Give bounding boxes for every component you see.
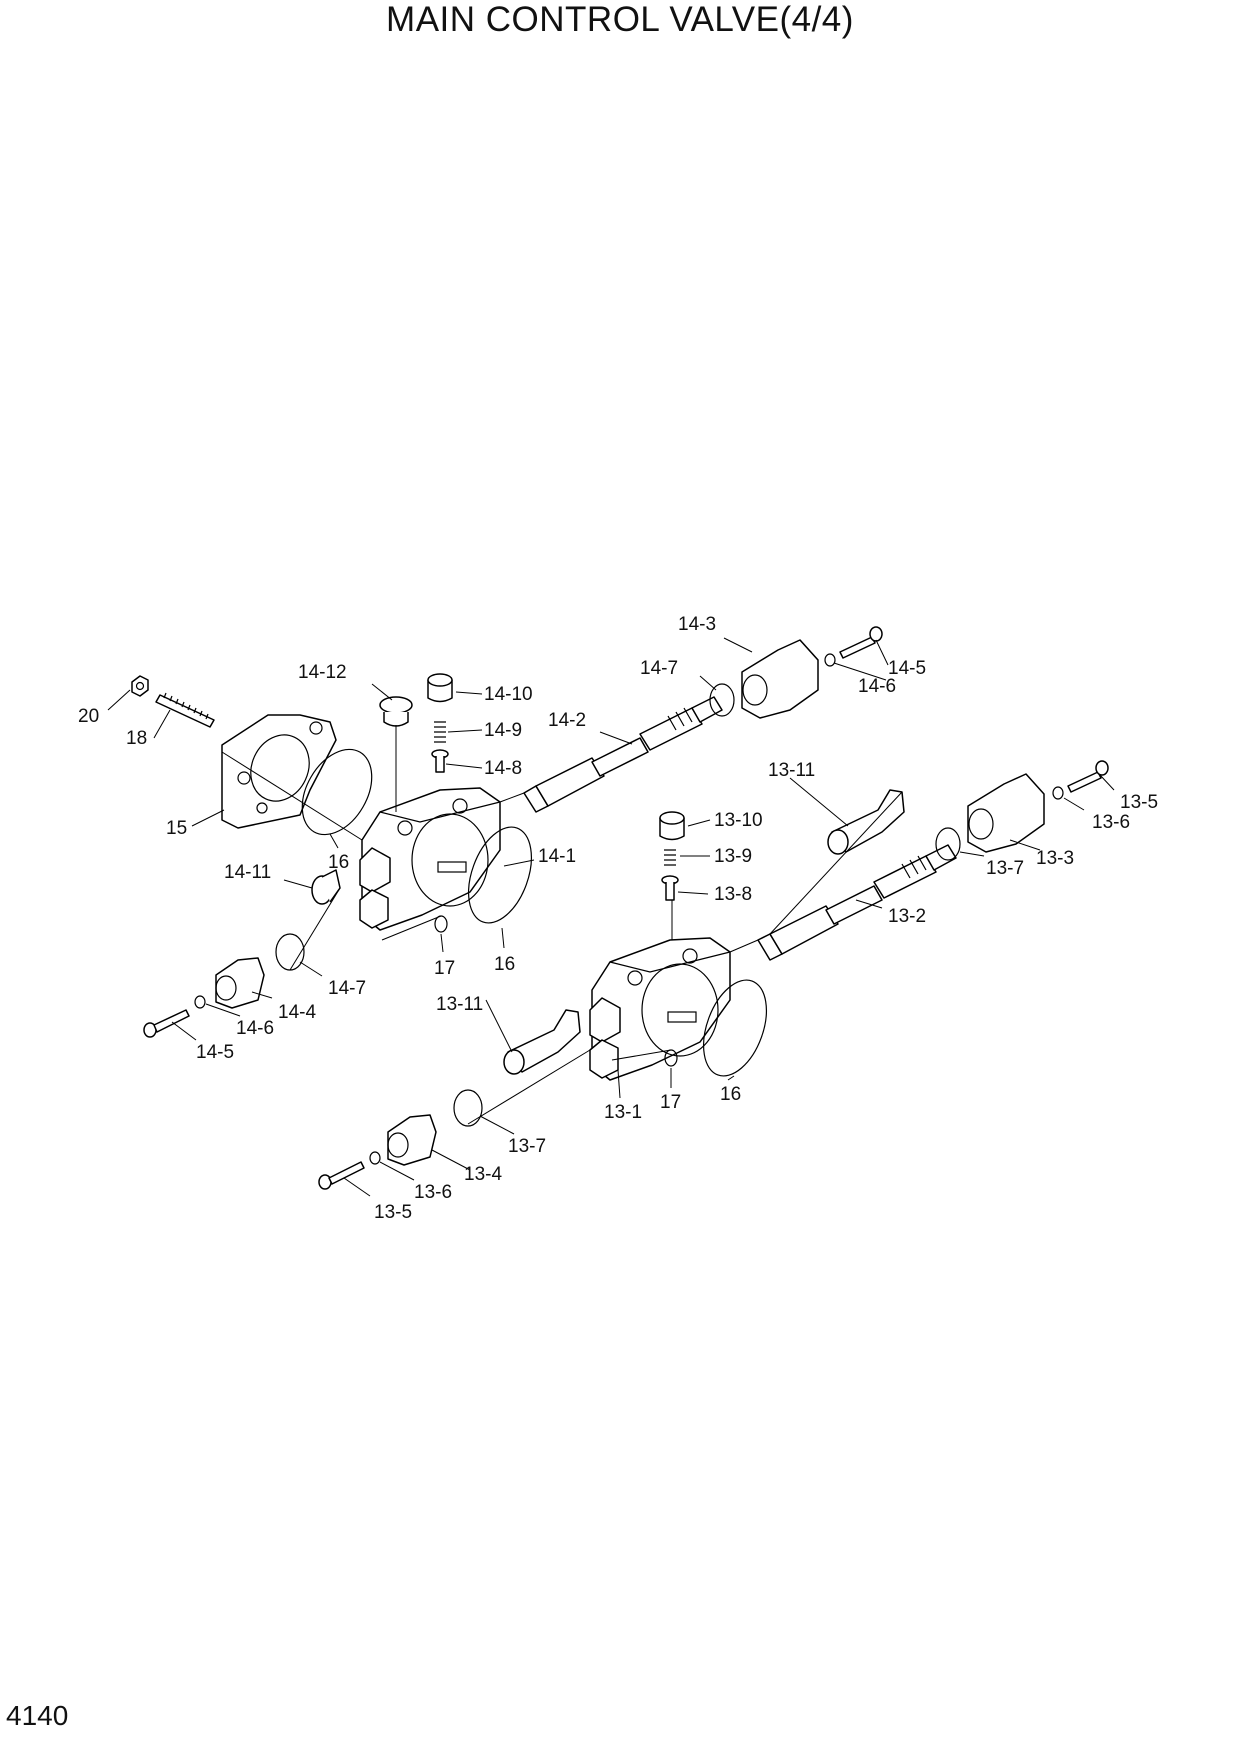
part-14-11-plug: [311, 869, 341, 905]
part-14-1-valve-body: [359, 787, 501, 931]
part-13-4-cap: [387, 1114, 437, 1166]
part-14-7-o-ring: [709, 683, 735, 717]
part-14-2-spool: [523, 696, 723, 813]
callout-14-7: 14-7: [328, 978, 366, 999]
callout-13-1: 13-1: [604, 1102, 642, 1123]
callout-14-2: 14-2: [548, 710, 586, 731]
callout-13-7: 13-7: [986, 858, 1024, 879]
callout-16: 16: [328, 852, 349, 873]
part-16-o-ring: [468, 826, 532, 924]
callout-17: 17: [660, 1092, 681, 1113]
callout-14-4: 14-4: [278, 1002, 316, 1023]
callout-14-5: 14-5: [196, 1042, 234, 1063]
part-13-2-spool: [757, 844, 957, 961]
callout-13-5: 13-5: [1120, 792, 1158, 813]
leader-lines: [107, 637, 1115, 1197]
callout-13-5: 13-5: [374, 1202, 412, 1223]
callout-13-11: 13-11: [436, 994, 483, 1015]
callout-20: 20: [78, 706, 99, 727]
callout-13-10: 13-10: [714, 810, 763, 831]
part-17-o-ring: [434, 915, 448, 933]
callout-13-6: 13-6: [414, 1182, 452, 1203]
callout-13-2: 13-2: [888, 906, 926, 927]
callout-14-7: 14-7: [640, 658, 678, 679]
callout-14-12: 14-12: [298, 662, 347, 683]
part-13-9-spring: [664, 849, 676, 866]
part-14-5-bolt: [839, 626, 883, 659]
part-14-4-cap: [215, 957, 265, 1009]
callout-17: 17: [434, 958, 455, 979]
part-16-o-ring: [703, 979, 767, 1077]
callout-13-6: 13-6: [1092, 812, 1130, 833]
callout-13-9: 13-9: [714, 846, 752, 867]
part-14-6-washer: [824, 653, 836, 667]
callout-15: 15: [166, 818, 187, 839]
part-13-6-washer: [1052, 786, 1064, 800]
part-14-8-poppet: [431, 749, 449, 773]
part-14-12-plug: [379, 696, 413, 727]
callout-14-10: 14-10: [484, 684, 533, 705]
part-14-10-plug: [427, 673, 453, 703]
part-20-nut: [131, 675, 149, 697]
part-14-6-washer: [194, 995, 206, 1009]
part-14-5-bolt: [143, 1009, 190, 1038]
callout-14-5: 14-5: [888, 658, 926, 679]
callout-13-3: 13-3: [1036, 848, 1074, 869]
callout-16: 16: [720, 1084, 741, 1105]
callout-14-6: 14-6: [858, 676, 896, 697]
callout-14-9: 14-9: [484, 720, 522, 741]
callout-13-8: 13-8: [714, 884, 752, 905]
part-13-7-o-ring: [453, 1089, 483, 1127]
part-13-10-plug: [659, 811, 685, 841]
part-14-7-o-ring: [275, 933, 305, 971]
part-18-stud: [155, 692, 215, 728]
part-15-cover-plate: [221, 714, 337, 829]
page-title: MAIN CONTROL VALVE(4/4): [386, 0, 854, 39]
part-13-5-bolt: [1067, 760, 1109, 793]
callout-18: 18: [126, 728, 147, 749]
part-13-8-poppet: [661, 875, 679, 901]
part-13-3-cap: [967, 773, 1045, 853]
part-14-3-cap: [741, 639, 819, 719]
page-number: 4140: [6, 1700, 69, 1731]
callout-16: 16: [494, 954, 515, 975]
callout-14-8: 14-8: [484, 758, 522, 779]
part-14-9-spring: [434, 721, 446, 743]
part-16-o-ring: [301, 748, 373, 836]
callout-13-7: 13-7: [508, 1136, 546, 1157]
callout-14-3: 14-3: [678, 614, 716, 635]
part-13-1-valve-body: [589, 937, 731, 1081]
callout-14-1: 14-1: [538, 846, 576, 867]
callout-14-11: 14-11: [224, 862, 271, 883]
callout-13-4: 13-4: [464, 1164, 502, 1185]
part-13-7-o-ring: [935, 827, 961, 861]
part-13-11-relief-valve: [503, 1009, 581, 1075]
callout-13-11: 13-11: [768, 760, 815, 781]
callout-14-6: 14-6: [236, 1018, 274, 1039]
part-13-5-bolt: [318, 1161, 365, 1190]
part-13-11-relief-valve: [827, 789, 905, 855]
part-13-6-washer: [369, 1151, 381, 1165]
